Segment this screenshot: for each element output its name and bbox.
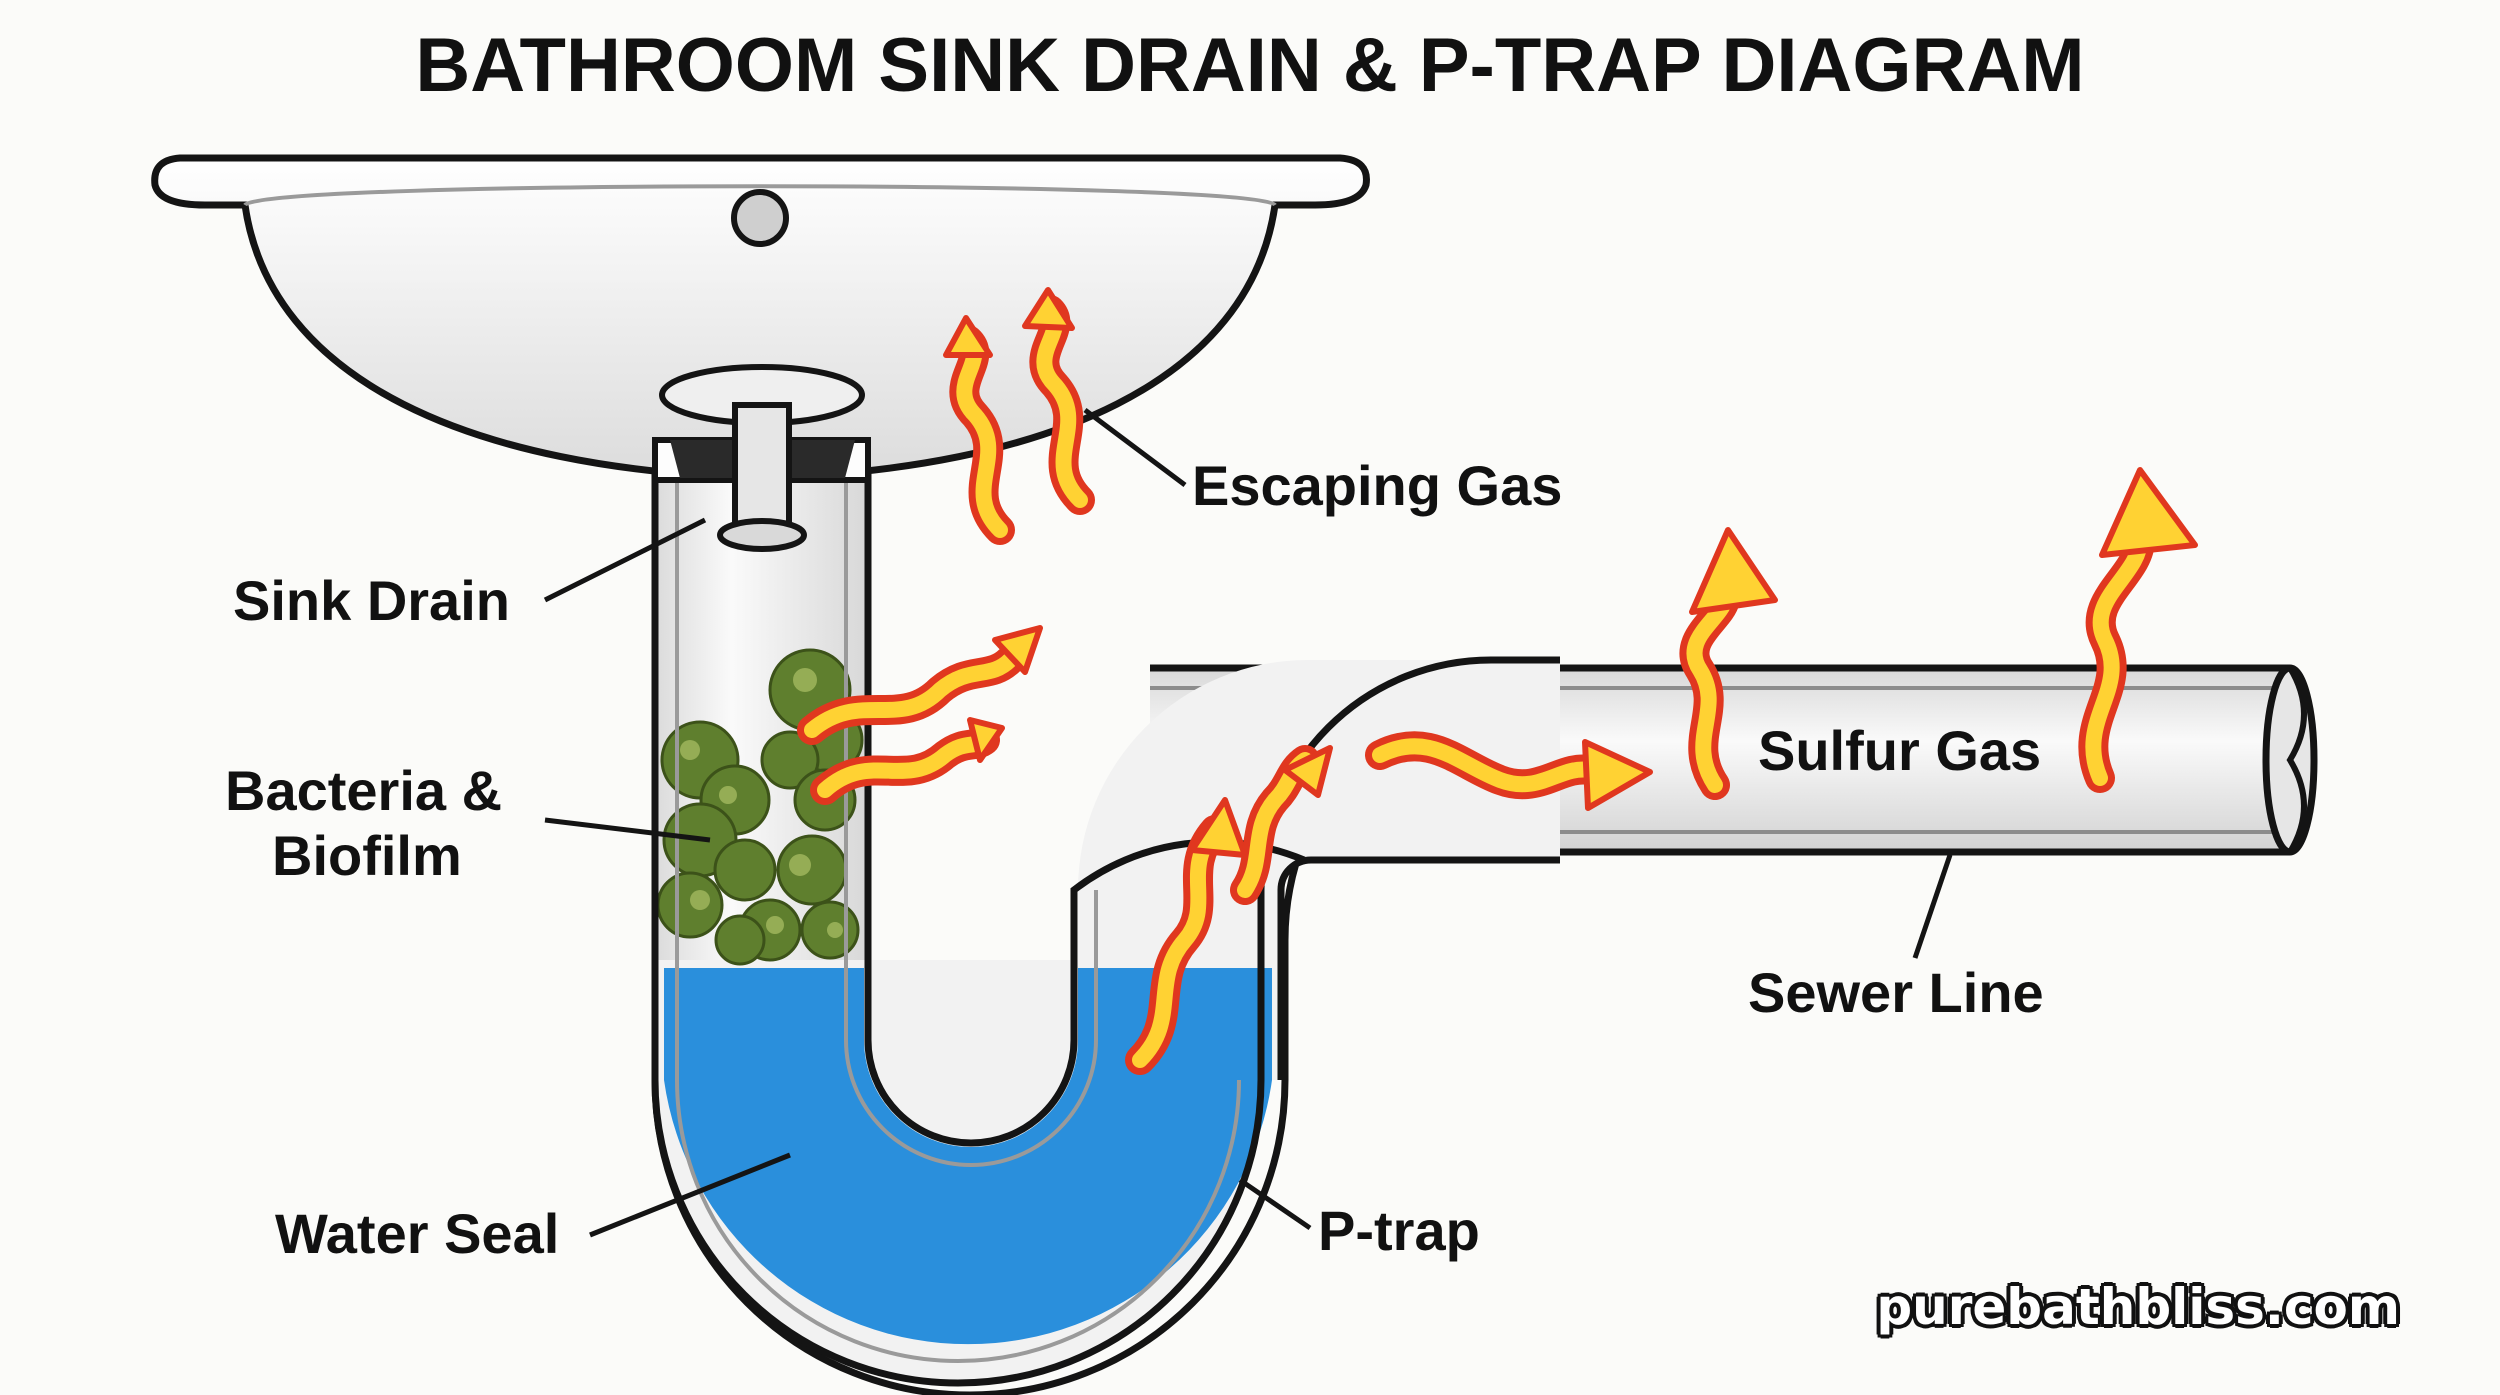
drain-stopper — [652, 364, 871, 552]
gas-arrow-biofilm-2 — [810, 717, 1005, 805]
gas-arrow-sewer-1 — [1365, 731, 1653, 811]
biofilm — [656, 648, 864, 966]
gas-arrow-escaping-1 — [943, 315, 1015, 545]
trap-walls — [651, 470, 1560, 1387]
label-p-trap: P-trap — [1318, 1199, 1480, 1262]
diagram-title: BATHROOM SINK DRAIN & P-TRAP DIAGRAM — [415, 23, 2085, 108]
leader-lines — [543, 408, 1953, 1238]
watermark: purebathbliss.com — [1876, 1278, 2400, 1336]
label-bacteria-line2: Biofilm — [272, 824, 462, 887]
gas-arrow-escaping-2 — [1022, 287, 1095, 515]
gas-arrow-trap-rise-2 — [1230, 745, 1333, 905]
label-sulfur-gas: Sulfur Gas — [1758, 719, 2042, 782]
label-water-seal: Water Seal — [275, 1202, 560, 1265]
water-seal — [664, 968, 1272, 1345]
gas-arrow-biofilm-1 — [797, 625, 1043, 745]
label-escaping-gas: Escaping Gas — [1192, 454, 1563, 517]
overflow-hole — [731, 189, 789, 247]
gas-arrow-sewer-2 — [1679, 527, 1778, 800]
gas-arrows — [797, 287, 2198, 1075]
label-sewer-line: Sewer Line — [1748, 961, 2044, 1024]
gas-arrow-trap-rise-1 — [1125, 797, 1248, 1075]
label-sink-drain: Sink Drain — [233, 569, 510, 632]
gas-arrow-sewer-3 — [2078, 467, 2198, 793]
label-bacteria-line1: Bacteria & — [225, 759, 503, 822]
